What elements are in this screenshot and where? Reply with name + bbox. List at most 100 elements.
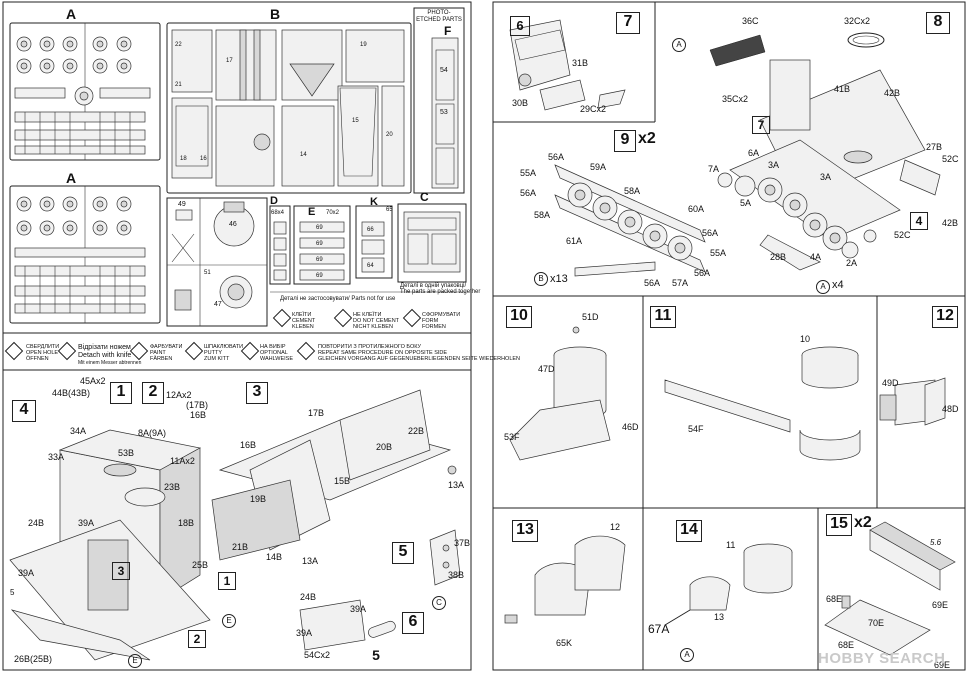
step15-drawing [824, 521, 956, 656]
s4-part-25b: 25B [192, 560, 209, 570]
s9-part-56a-5: 56A [644, 278, 661, 288]
s8-part-6a: 6A [748, 148, 760, 158]
sprue-d [269, 205, 291, 285]
s13-part-65k: 65K [556, 638, 573, 648]
s6a-part-30b: 30B [512, 98, 529, 108]
step13-number: 13 [512, 520, 538, 542]
s8-part-52c-1: 52C [942, 154, 959, 164]
s8-part-7a: 7A [708, 164, 720, 174]
sprue-a-bottom [9, 185, 161, 324]
s10-part-51d: 51D [582, 312, 599, 322]
s8-part-27b: 27B [926, 142, 943, 152]
e-part-69-c: 69 [316, 257, 323, 263]
step15-number: 15 [826, 514, 852, 536]
s4-substep-3: 3 [112, 562, 130, 580]
s11-ref-10: 10 [800, 334, 811, 344]
s9-part-61a: 61A [566, 236, 583, 246]
s3-part-13a-1: 13A [448, 480, 465, 490]
s10-part-46d: 46D [622, 422, 639, 432]
s2-part-11a: 11Ax2 [170, 456, 195, 466]
b-part-14: 14 [300, 152, 307, 158]
s5b-part-39a-1: 39A [350, 604, 367, 614]
s8-part-41b: 41B [834, 84, 851, 94]
s9-part-56a-3: 56A [702, 228, 719, 238]
s14-ref-11: 11 [726, 540, 736, 550]
s9-part-59a: 59A [590, 162, 607, 172]
s8-marker-a-2: A [816, 280, 830, 294]
s10-part-47d: 47D [538, 364, 555, 374]
sprue-c-right [397, 203, 467, 283]
s8-substep-4: 4 [910, 212, 928, 230]
watermark: HOBBY SEARCH [818, 650, 946, 667]
s9-part-57a: 57A [672, 278, 689, 288]
s12-part-49d: 49D [882, 378, 899, 388]
s8-marker-mult: x4 [832, 279, 844, 291]
s15-part-69e-2: 69E [934, 660, 951, 670]
s3-part-15b: 15B [334, 476, 351, 486]
s5-marker-c: C [432, 596, 446, 610]
s2-part-16b: 16B [190, 410, 207, 420]
step9-multiplier: x2 [638, 130, 656, 147]
s2-part-8a: 8A(9A) [138, 428, 167, 438]
step10-drawing [509, 326, 611, 461]
s5-part-38b: 38B [448, 570, 465, 580]
s6a-part-29c: 29Cx2 [580, 104, 607, 114]
b-part-21: 21 [175, 82, 182, 88]
b-part-16: 16 [200, 156, 207, 162]
s5-part-37b: 37B [454, 538, 471, 548]
s4-part-34a: 34A [70, 426, 87, 436]
unused-note: Деталі не застосовувати/ Parts not for u… [280, 296, 396, 302]
s8-part-3a-2: 3A [820, 172, 832, 182]
step9-drawing [554, 164, 706, 277]
sprue-a-top [9, 22, 161, 161]
step11-drawing [664, 346, 861, 461]
s14-marker-a: A [680, 648, 694, 662]
step13-drawing [504, 535, 626, 624]
s4-substep-1: 1 [218, 572, 236, 590]
s5b-part-54c: 54Cx2 [304, 650, 331, 660]
s6a-part-31b: 31B [572, 58, 589, 68]
sprue-label-e: E [308, 206, 316, 218]
s4-substep-2: 2 [188, 630, 206, 648]
s15-dimension: 5.6 [930, 538, 942, 547]
s3-part-14b: 14B [266, 552, 283, 562]
s3-part-16b: 16B [240, 440, 257, 450]
s8-part-35c: 35Cx2 [722, 94, 749, 104]
d-count: 68x4 [271, 210, 285, 216]
s15-part-69e-1: 69E [932, 600, 949, 610]
c-part-51: 51 [204, 270, 211, 276]
sprue-label-a-bottom: A [66, 170, 77, 186]
s4-marker-e-1: E [222, 614, 236, 628]
sprue-label-f: F [444, 24, 452, 38]
b-part-17: 17 [226, 58, 233, 64]
b-part-20: 20 [386, 132, 393, 138]
step4-number: 4 [12, 400, 36, 422]
sprue-label-d: D [270, 195, 278, 207]
step5-drawing [299, 529, 461, 651]
s3-part-21b: 21B [232, 542, 249, 552]
step5b-number: 5 [372, 647, 380, 663]
s8-part-42b-2: 42B [942, 218, 959, 228]
c-part-49: 49 [178, 201, 186, 208]
packed-note-ua: Деталі в одній упаковці/ [400, 283, 467, 289]
s8-part-28b: 28B [770, 252, 787, 262]
s5b-part-39a-2: 39A [296, 628, 313, 638]
step10-number: 10 [506, 306, 532, 328]
pe-part-53: 53 [440, 109, 448, 116]
s3-part-22b: 22B [408, 426, 425, 436]
step6a-number: 6 [510, 16, 530, 36]
step6-drawing [509, 19, 626, 111]
s4-part-33a: 33A [48, 452, 65, 462]
s9-marker-b: B [534, 272, 548, 286]
sprue-label-c: C [420, 190, 429, 204]
s9-part-60a: 60A [688, 204, 705, 214]
step11-number: 11 [650, 306, 676, 328]
s8-part-3a-1: 3A [768, 160, 780, 170]
k-part-65: 65 [386, 207, 393, 213]
